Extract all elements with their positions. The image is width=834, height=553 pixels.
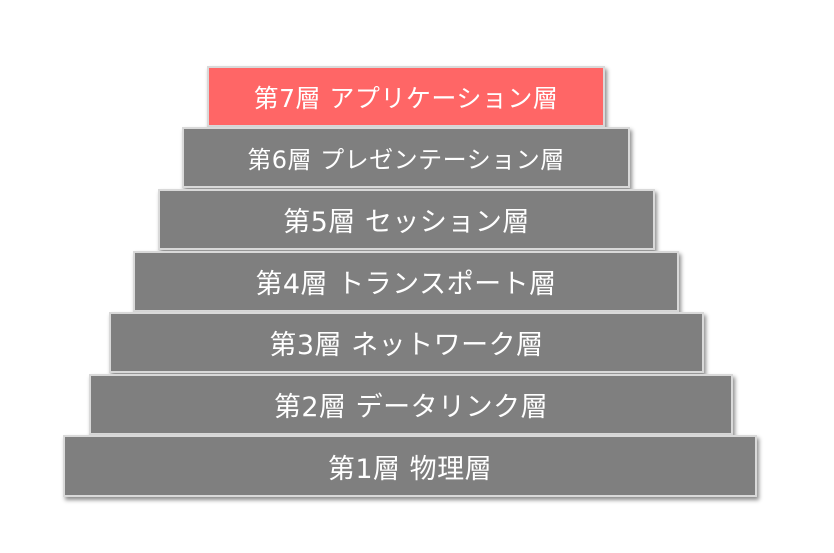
layer-1-label: 第1層 物理層 [327,453,493,485]
layer-2-data-link: 第2層 データリンク層 [89,374,733,435]
layer-6-presentation: 第6層 プレゼンテーション層 [182,127,630,188]
layer-4-label: 第4層 トランスポート層 [255,269,557,300]
layer-3-label: 第3層 ネットワーク層 [269,330,544,361]
layer-3-network: 第3層 ネットワーク層 [109,312,704,373]
layer-7-label: 第7層 アプリケーション層 [253,83,559,113]
layer-1-physical: 第1層 物理層 [63,435,757,497]
layer-6-label: 第6層 プレゼンテーション層 [247,146,565,174]
layer-5-session: 第5層 セッション層 [158,189,655,250]
layer-4-transport: 第4層 トランスポート層 [133,251,679,312]
layer-7-application: 第7層 アプリケーション層 [207,66,605,127]
layer-2-label: 第2層 データリンク層 [273,392,549,423]
layer-5-label: 第5層 セッション層 [283,207,530,238]
